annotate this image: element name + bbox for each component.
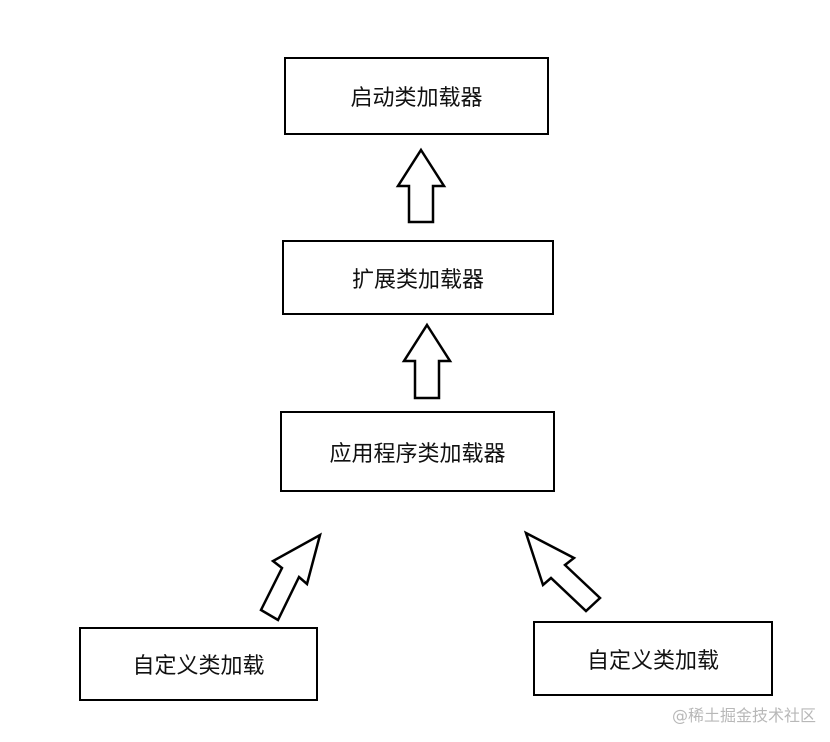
application-classloader-box: 应用程序类加载器 (280, 411, 555, 492)
bootstrap-classloader-label: 启动类加载器 (350, 86, 483, 111)
arrow-custom-left-to-application-icon (259, 532, 322, 622)
custom-classloader-left-label: 自定义类加载 (132, 654, 265, 679)
arrow-custom-right-to-application-icon (523, 530, 602, 613)
custom-classloader-right-label: 自定义类加载 (586, 648, 719, 674)
watermark: @稀土掘金技术社区 (671, 706, 816, 725)
extension-classloader-box: 扩展类加载器 (282, 240, 554, 315)
arrow-up-extension-to-bootstrap-icon (395, 147, 447, 224)
application-classloader-label: 应用程序类加载器 (329, 441, 506, 467)
custom-classloader-right-box: 自定义类加载 (533, 621, 773, 696)
bootstrap-classloader-box: 启动类加载器 (284, 57, 549, 135)
arrow-up-application-to-extension-icon (401, 322, 453, 400)
extension-classloader-label: 扩展类加载器 (351, 267, 484, 293)
custom-classloader-left-box: 自定义类加载 (79, 627, 318, 701)
